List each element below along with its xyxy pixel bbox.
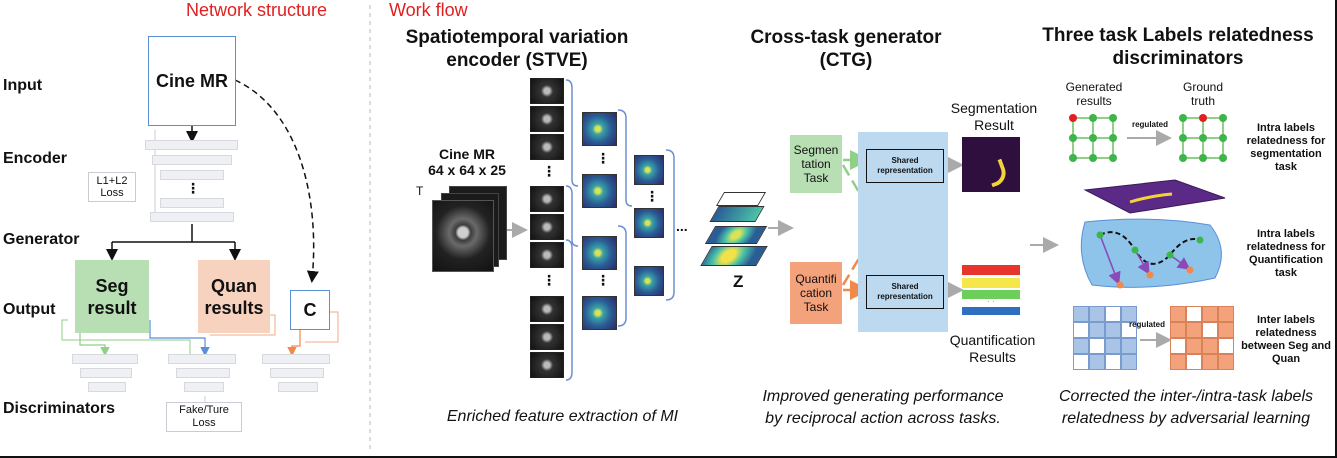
row-label-input: Input	[3, 77, 43, 94]
feature-map	[634, 208, 664, 238]
quant-dots: · ·	[987, 297, 995, 306]
z-label: Z	[733, 272, 744, 291]
generated-results-label: Generated results	[1065, 80, 1123, 108]
frame-thumbnail	[530, 352, 564, 378]
c-box: C	[290, 290, 330, 330]
frame-thumbnail	[530, 324, 564, 350]
shared-representation-bottom: Shared representation	[866, 275, 944, 309]
discriminator-layer	[176, 368, 230, 378]
quant-bar	[962, 307, 1020, 315]
row-label-generator: Generator	[3, 231, 80, 248]
latent-layer	[704, 226, 768, 244]
discriminator-layer	[278, 382, 318, 392]
t-axis-label: T	[416, 184, 424, 198]
intra-seg-label: Intra labels relatedness for segmentatio…	[1246, 122, 1326, 173]
regulated-label-top: regulated	[1131, 120, 1168, 129]
frame-thumbnail	[530, 242, 564, 268]
shared-representation-top: Shared representation	[866, 149, 944, 183]
row-label-encoder: Encoder	[3, 150, 68, 167]
feature-map	[634, 155, 664, 185]
feature-ellipsis: ⋮	[596, 272, 610, 288]
quantification-bars: · ·	[962, 265, 1020, 315]
discriminator-layer	[168, 354, 236, 364]
row-label-output: Output	[3, 301, 56, 318]
discriminators-title: Three task Labels relatedness discrimina…	[1042, 25, 1314, 69]
discriminator-layer	[184, 382, 224, 392]
horizontal-ellipsis: ...	[676, 218, 688, 234]
stve-title: Spatiotemporal variation encoder (STVE)	[405, 27, 629, 71]
regulated-label-bottom: regulated	[1128, 320, 1165, 329]
discriminator-layer	[72, 354, 138, 364]
seg-label-grid	[1073, 306, 1137, 370]
quantification-task-box: Quantifi cation Task	[790, 262, 842, 324]
row-label-discriminators: Discriminators	[3, 400, 116, 417]
latent-layer	[715, 192, 767, 206]
inter-label: Inter labels relatedness between Seg and…	[1241, 314, 1331, 365]
quan-results-box: Quan results	[198, 260, 270, 333]
frame-thumbnail	[530, 296, 564, 322]
stve-caption: Enriched feature extraction of MI	[446, 408, 679, 425]
frame-thumbnail	[530, 186, 564, 212]
quant-bar	[962, 278, 1020, 288]
feature-map	[582, 296, 617, 330]
feature-ellipsis: ⋮	[596, 150, 610, 166]
segmentation-task-box: Segmen tation Task	[790, 135, 842, 193]
quan-label-grid	[1170, 306, 1234, 370]
frame-thumbnail	[530, 106, 564, 132]
discriminator-layer	[80, 368, 132, 378]
frames-ellipsis: ⋮	[542, 272, 556, 288]
intra-quan-label: Intra labels relatedness for Quantificat…	[1246, 228, 1326, 279]
discriminator-layer	[88, 382, 126, 392]
ctg-caption: Improved generating performance by recip…	[762, 388, 1004, 427]
latent-layer	[709, 206, 765, 222]
feature-map	[582, 236, 617, 270]
segmentation-mask	[984, 158, 1010, 188]
latent-layer	[700, 246, 768, 266]
encoder-layer	[160, 170, 224, 180]
encoder-layer	[145, 140, 238, 150]
quantification-manifold	[1080, 218, 1222, 288]
frames-ellipsis: ⋮	[542, 163, 556, 179]
feature-map	[582, 174, 617, 208]
ground-truth-label: Ground truth	[1182, 80, 1224, 108]
segmentation-result-image	[962, 137, 1020, 192]
generator-layer	[150, 212, 234, 222]
frame-thumbnail	[530, 214, 564, 240]
cine-mr-label: Cine MR 64 x 64 x 25	[428, 146, 506, 178]
generated-grid-graph	[1069, 114, 1117, 162]
frame-thumbnail	[530, 78, 564, 104]
quantification-results-label: Quantification Results	[949, 332, 1036, 365]
discriminator-layer	[270, 368, 324, 378]
seg-result-box: Seg result	[75, 260, 149, 333]
discriminators-caption: Corrected the inter-/intra-task labels r…	[1058, 388, 1314, 427]
encoder-layer	[152, 155, 232, 165]
cine-mr-input-box: Cine MR	[148, 36, 236, 126]
ctg-title: Cross-task generator (CTG)	[750, 27, 942, 71]
network-structure-title: Network structure	[186, 0, 328, 20]
encoder-ellipsis: ⋮	[186, 180, 200, 196]
quant-bar	[962, 290, 1020, 299]
feature-ellipsis: ⋮	[645, 188, 659, 204]
generator-layer	[160, 198, 224, 208]
discriminator-layer	[262, 354, 330, 364]
feature-map	[634, 266, 664, 296]
ground-truth-grid-graph	[1179, 114, 1227, 162]
workflow-title: Work flow	[389, 0, 468, 20]
quant-bar	[962, 265, 1020, 275]
frame-thumbnail	[530, 134, 564, 160]
l1-l2-loss-box: L1+L2 Loss	[88, 172, 136, 202]
feature-map	[582, 112, 617, 146]
fake-true-loss-box: Fake/Ture Loss	[166, 402, 242, 432]
cine-mr-image	[432, 200, 494, 272]
segmentation-result-label: Segmentation Result	[950, 100, 1038, 133]
